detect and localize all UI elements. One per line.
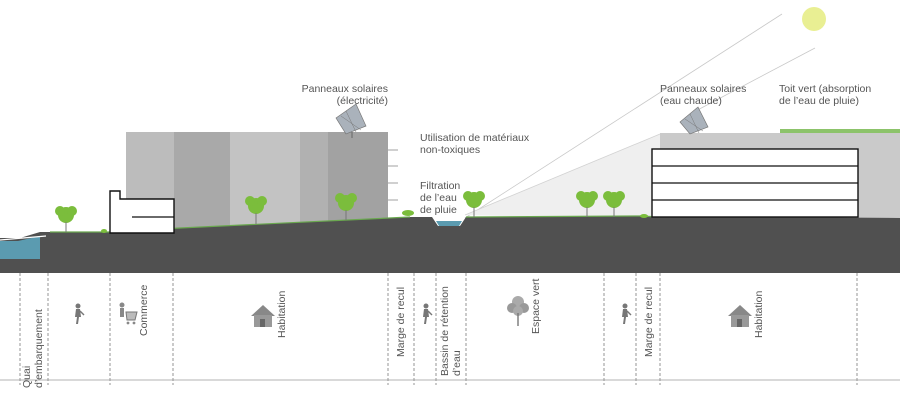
annotation-line: (électricité)	[336, 95, 388, 107]
zone-label-bassin: Bassin de rétention d’eau	[439, 286, 463, 376]
house-icon	[728, 305, 752, 327]
zone-label-line: Commerce	[138, 284, 150, 336]
pedestrian-icon	[423, 303, 433, 324]
zone-label-line: Habitation	[753, 290, 765, 338]
zone-label-line: Quai	[21, 365, 33, 388]
ground	[0, 216, 900, 273]
tree-icon	[507, 296, 529, 326]
retention-basin-water	[436, 221, 462, 226]
pedestrian-icon	[622, 303, 632, 324]
zone-label-commerce: Commerce	[138, 285, 150, 336]
annotation-line: Utilisation de matériaux	[420, 132, 530, 144]
tree-icon	[603, 191, 625, 217]
annotation-line: de l’eau	[420, 192, 457, 204]
zone-label-quai: Quai d’embarquement	[21, 309, 45, 388]
shrub	[402, 210, 414, 216]
annotation-line: (eau chaude)	[660, 95, 722, 107]
tree-icon	[576, 191, 598, 217]
green-roof	[780, 129, 900, 133]
zone-label-habitation-2: Habitation	[753, 291, 765, 338]
tree-icon	[245, 196, 267, 224]
sun-ray	[464, 13, 783, 219]
zone-label-line: d’embarquement	[33, 309, 45, 388]
annotation-solar-electric: Panneaux solaires (électricité)	[290, 83, 388, 107]
zone-label-line: Bassin de rétention	[439, 286, 451, 376]
annotation-green-roof: Toit vert (absorption de l’eau de pluie)	[779, 83, 871, 107]
zone-label-espace-vert: Espace vert	[530, 279, 542, 334]
pedestrian-icon	[75, 303, 85, 324]
residential-building-right	[651, 148, 859, 218]
annotation-line: Toit vert (absorption	[779, 83, 872, 95]
zone-label-marge-2: Marge de recul	[643, 287, 655, 357]
zone-label-line: Marge de recul	[643, 286, 655, 357]
sun-ray	[464, 133, 661, 216]
sun-icon	[802, 7, 826, 31]
zone-label-line: Habitation	[276, 290, 288, 338]
zone-label-marge-1: Marge de recul	[395, 287, 407, 357]
zone-label-line: Marge de recul	[395, 286, 407, 357]
annotation-materials: Utilisation de matériaux non-toxiques	[420, 132, 529, 156]
shrub	[101, 229, 107, 233]
solar-panel-icon	[335, 103, 367, 138]
annotation-solar-hot-water: Panneaux solaires (eau chaude)	[660, 83, 746, 107]
house-icon	[251, 305, 275, 327]
annotation-line: Filtration	[420, 180, 461, 192]
tree-icon	[335, 193, 357, 220]
annotation-line: de l’eau de pluie)	[779, 95, 859, 107]
shopping-cart-icon	[119, 302, 138, 325]
annotation-line: Panneaux solaires	[301, 83, 388, 95]
building-left	[126, 132, 388, 230]
annotation-line: de pluie	[420, 204, 457, 216]
sun-ray	[689, 47, 816, 115]
tree-icon	[55, 206, 77, 232]
water-quay	[0, 236, 40, 259]
commerce-building	[109, 190, 175, 234]
annotation-filtration: Filtration de l’eau de pluie	[420, 180, 460, 216]
shrub	[640, 214, 648, 218]
solar-panel-icon	[679, 106, 709, 135]
zone-label-line: Espace vert	[530, 278, 542, 334]
tree-icon	[463, 191, 485, 217]
annotation-line: Panneaux solaires	[660, 83, 747, 95]
zone-label-line: d’eau	[451, 350, 463, 376]
annotation-line: non-toxiques	[420, 144, 481, 156]
zone-label-habitation-1: Habitation	[276, 291, 288, 338]
